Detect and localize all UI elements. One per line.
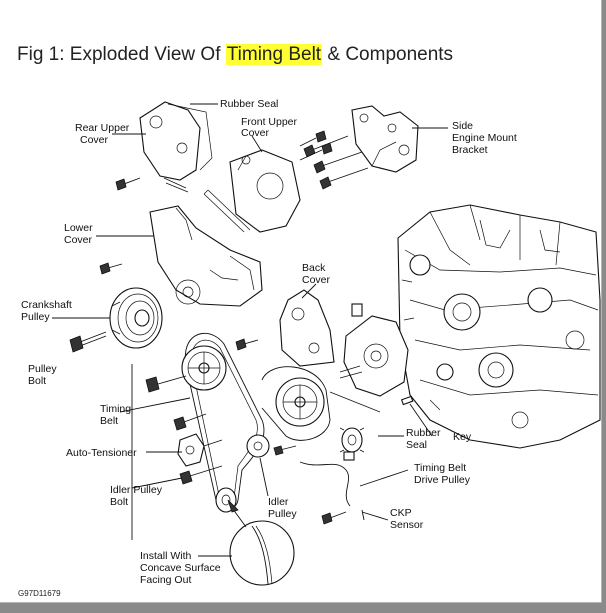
idler-pulley-bolt <box>179 465 223 485</box>
label-install-note-3: Facing Out <box>140 574 191 586</box>
label-idler-pulley-bolt-2: Bolt <box>110 496 128 508</box>
timing-belt-right-loop <box>261 366 331 441</box>
label-key: Key <box>453 431 472 443</box>
labels: Rubber Seal Rear Upper Cover Front Upper… <box>18 98 517 598</box>
cam-bolt <box>145 375 187 393</box>
leader-lines <box>52 103 448 557</box>
install-detail-circle <box>227 499 295 586</box>
label-pulley-bolt-2: Bolt <box>28 375 46 387</box>
tensioner-pulley-bolt <box>235 338 259 351</box>
rear-cover-bolt <box>115 177 141 191</box>
label-front-upper-cover-2: Cover <box>241 127 270 139</box>
rubber-seal-lower <box>329 365 381 413</box>
label-ckp-sensor-1: CKP <box>390 507 412 519</box>
idler-bolt-small <box>273 445 297 456</box>
label-rubber-seal-lower-2: Seal <box>406 439 427 451</box>
label-side-mount-3: Bracket <box>452 144 488 156</box>
pulley-bolt <box>69 331 107 353</box>
idler-pulley <box>246 434 270 458</box>
label-back-cover-1: Back <box>302 262 326 274</box>
figure-title: Fig 1: Exploded View Of Timing Belt & Co… <box>17 44 453 66</box>
ckp-sensor <box>299 451 355 525</box>
ckp-leader <box>361 511 389 521</box>
front-upper-cover <box>203 149 301 233</box>
label-rear-upper-cover-1: Rear Upper <box>75 122 130 134</box>
lower-cover <box>149 205 263 307</box>
label-side-mount-2: Engine Mount <box>452 132 517 144</box>
right-camshaft-pulley <box>275 377 325 427</box>
label-install-note-1: Install With <box>140 550 192 562</box>
label-lower-cover-1: Lower <box>64 222 93 234</box>
label-drive-pulley-2: Drive Pulley <box>414 474 471 486</box>
back-cover <box>279 289 335 367</box>
side-engine-mount-bracket <box>351 105 419 173</box>
label-idler-pulley-2: Pulley <box>268 508 297 520</box>
label-drive-pulley-1: Timing Belt <box>414 462 466 474</box>
label-ckp-sensor-2: Sensor <box>390 519 424 531</box>
water-pump <box>343 303 409 397</box>
label-rubber-seal-top: Rubber Seal <box>220 98 278 110</box>
label-side-mount-1: Side <box>452 120 473 132</box>
rear-upper-cover <box>139 101 213 193</box>
label-auto-tensioner: Auto-Tensioner <box>66 447 137 459</box>
label-rear-upper-cover-2: Cover <box>80 134 109 146</box>
left-camshaft-pulley <box>181 345 227 391</box>
lower-cover-bolt <box>99 262 123 275</box>
label-idler-pulley-1: Idler <box>268 496 289 508</box>
label-install-note-2: Concave Surface <box>140 562 221 574</box>
label-front-upper-cover-1: Front Upper <box>241 116 298 128</box>
label-lower-cover-2: Cover <box>64 234 93 246</box>
label-idler-pulley-bolt-1: Idler Pulley <box>110 484 163 496</box>
tensioner-bolt-upper <box>173 413 207 431</box>
label-timing-belt-2: Belt <box>100 415 118 427</box>
timing-belt-drive-pulley <box>339 427 365 453</box>
title-highlight: Timing Belt <box>225 44 323 65</box>
label-pulley-bolt-1: Pulley <box>28 363 57 375</box>
label-rubber-seal-lower-1: Rubber <box>406 427 441 439</box>
figure-code: G97D11679 <box>18 589 61 598</box>
title-suffix: & Components <box>322 44 454 65</box>
auto-tensioner <box>177 433 223 467</box>
title-prefix: Fig 1: Exploded View Of <box>17 44 226 65</box>
key-part <box>400 395 414 406</box>
label-back-cover-2: Cover <box>302 274 331 286</box>
front-cover-bolts <box>299 130 333 161</box>
crankshaft-pulley <box>109 287 163 349</box>
label-timing-belt-1: Timing <box>100 403 131 415</box>
label-crankshaft-pulley-1: Crankshaft <box>21 299 72 311</box>
engine-block <box>397 204 601 449</box>
label-crankshaft-pulley-2: Pulley <box>21 311 50 323</box>
